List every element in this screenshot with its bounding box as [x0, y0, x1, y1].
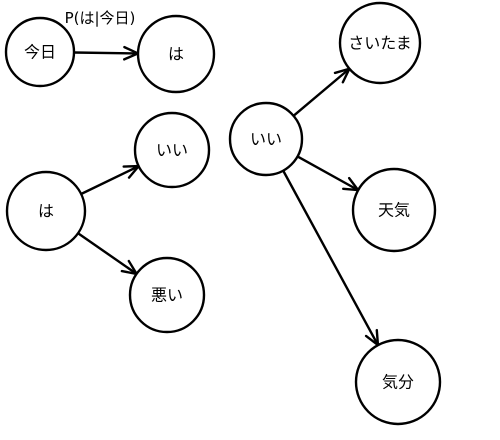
- node-circle: [351, 167, 437, 253]
- edge-line: [296, 155, 360, 192]
- node-n_wa2: は: [5, 170, 87, 252]
- node-n_ii2: いい: [228, 101, 304, 177]
- edge-n_kyou-to-n_wa1: P(は|今日): [65, 9, 140, 61]
- node-n_wa1: は: [136, 14, 216, 94]
- edges-layer: P(は|今日): [65, 9, 380, 347]
- edge-line: [292, 67, 351, 118]
- node-circle: [136, 14, 216, 94]
- node-label: 気分: [382, 373, 414, 392]
- node-circle: [133, 111, 211, 189]
- edge-n_wa2-to-n_warui: [76, 232, 138, 276]
- node-n_saitama: さいたま: [338, 1, 422, 85]
- node-n_kyou: 今日: [4, 16, 76, 88]
- node-label: 今日: [24, 43, 56, 62]
- nodes-layer: 今日ははいい悪いいいさいたま天気気分: [4, 1, 442, 426]
- node-circle: [128, 256, 206, 334]
- node-n_kibun: 気分: [354, 338, 442, 426]
- node-label: 天気: [378, 201, 410, 220]
- node-n_warui: 悪い: [128, 256, 206, 334]
- node-label: は: [168, 45, 184, 64]
- edge-n_ii2-to-n_saitama: [292, 67, 351, 118]
- node-label: 悪い: [151, 286, 183, 305]
- node-label: いい: [156, 141, 188, 160]
- node-n_tenki: 天気: [351, 167, 437, 253]
- node-label: さいたま: [348, 34, 412, 53]
- node-n_ii1: いい: [133, 111, 211, 189]
- edge-n_ii2-to-n_tenki: [296, 155, 360, 192]
- edge-line: [79, 164, 140, 196]
- edge-line: [281, 169, 380, 347]
- node-label: いい: [250, 130, 282, 149]
- node-circle: [354, 338, 442, 426]
- edge-line: [72, 51, 140, 55]
- node-circle: [228, 101, 304, 177]
- edge-label: P(は|今日): [65, 9, 136, 27]
- edge-line: [76, 232, 138, 276]
- edge-n_wa2-to-n_ii1: [79, 164, 140, 196]
- node-circle: [338, 1, 422, 85]
- node-circle: [5, 170, 87, 252]
- node-circle: [4, 16, 76, 88]
- node-label: は: [38, 202, 54, 221]
